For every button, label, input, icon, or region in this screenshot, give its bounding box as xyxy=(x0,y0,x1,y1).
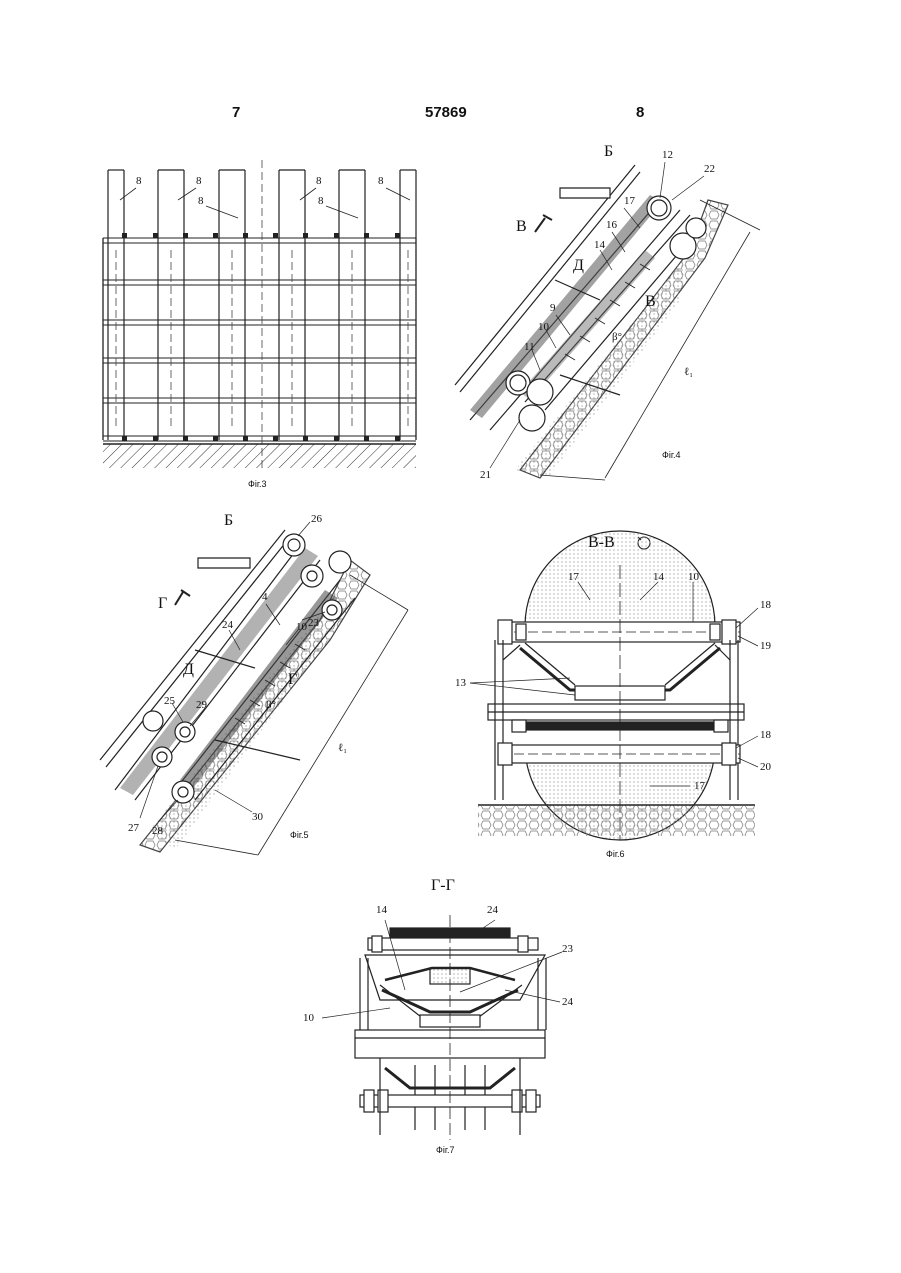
fig7-label-10: 10 xyxy=(303,1013,314,1024)
fig7-label-23: 23 xyxy=(562,944,573,955)
fig7-section-title: Г-Г xyxy=(431,878,455,894)
fig7-label-24: 24 xyxy=(562,997,573,1008)
fig7-label-14: 14 xyxy=(376,905,387,916)
fig7-label-24: 24 xyxy=(487,905,498,916)
fig7-caption: Фіг.7 xyxy=(436,1145,455,1155)
